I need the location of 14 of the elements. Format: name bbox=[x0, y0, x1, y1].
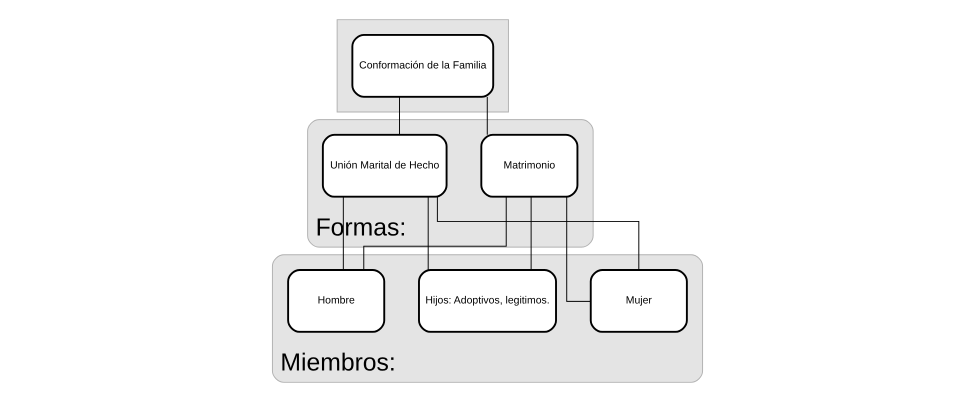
connector bbox=[486, 96, 488, 136]
connector bbox=[566, 196, 591, 302]
node-box: Mujer bbox=[589, 269, 688, 333]
cluster bbox=[336, 19, 508, 112]
connector bbox=[398, 96, 400, 136]
node-box: Hombre bbox=[286, 269, 385, 333]
connector bbox=[427, 196, 428, 270]
connector bbox=[530, 196, 532, 270]
node-box: Hijos: Adoptivos, legitimos. bbox=[418, 269, 556, 333]
connector bbox=[362, 196, 506, 270]
connector bbox=[436, 196, 639, 270]
node-box: Matrimonio bbox=[480, 134, 578, 198]
node-box: Unión Marital de Hecho bbox=[321, 134, 448, 198]
node-box: Conformación de la Familia bbox=[350, 34, 494, 98]
